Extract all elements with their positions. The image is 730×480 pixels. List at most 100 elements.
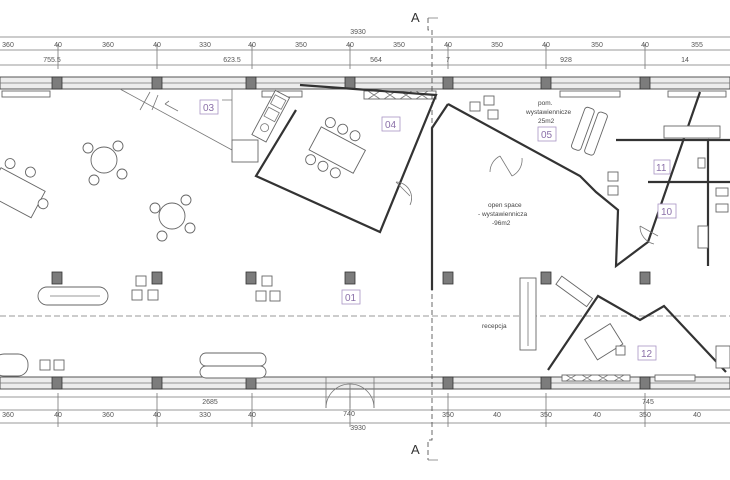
- dim-top-row-10: 350: [491, 42, 503, 49]
- dim-bottom-row-10: 350: [639, 412, 651, 419]
- dim-bottom-sub: 2685 740 745: [202, 399, 654, 418]
- column: [639, 271, 651, 285]
- label-pom-line3: 25m2: [538, 118, 555, 125]
- dim-top-total: 3930: [350, 29, 366, 36]
- dim-bottom-row-2: 360: [102, 412, 114, 419]
- dim-top-row-5: 40: [248, 42, 256, 49]
- room-label-01: 01: [345, 293, 357, 304]
- right-zone-walls: [430, 91, 702, 290]
- label-open-line2: - wystawiennicza: [478, 211, 528, 218]
- label-recepcja: recepcja: [482, 323, 507, 330]
- top-dimension-lines: [0, 36, 730, 69]
- dim-bottom-row: 360 40 360 40 330 40 350 40 350 40 350 4…: [2, 412, 701, 419]
- dim-top-sub-0: 755.5: [43, 57, 61, 64]
- bench-left-mid: [37, 286, 109, 306]
- room-04-door: [395, 181, 412, 206]
- label-open-line1: open space: [488, 202, 522, 209]
- meeting-table: [305, 117, 367, 179]
- reception-diagonal-element: [555, 275, 594, 308]
- dim-bottom-row-0: 360: [2, 412, 14, 419]
- round-table-1: [82, 140, 128, 186]
- column: [151, 76, 163, 90]
- label-open-line3: -96m2: [492, 220, 511, 227]
- dim-top-row-14: 355: [691, 42, 703, 49]
- dim-top-sub-1: 623.5: [223, 57, 241, 64]
- room-tag-04: [381, 116, 401, 132]
- room-05-small-items: [469, 95, 619, 196]
- dim-bottom-row-3: 40: [153, 412, 161, 419]
- label-pom-line2: wystawiennicze: [525, 109, 572, 116]
- dim-bottom-sub-1: 740: [343, 411, 355, 418]
- room-tag-05: [537, 126, 557, 142]
- dim-bottom-row-1: 40: [54, 412, 62, 419]
- room-03-shelving: [222, 89, 259, 163]
- sanitary-fixtures: [697, 157, 729, 249]
- bench-bottom-left: [0, 353, 65, 377]
- column: [245, 376, 257, 390]
- dim-bottom-row-5: 40: [248, 412, 256, 419]
- column: [540, 76, 552, 90]
- dim-top-row-9: 40: [444, 42, 452, 49]
- exhibition-panel-05: [571, 106, 608, 156]
- dim-top-sub-2: 564: [370, 57, 382, 64]
- column: [51, 76, 63, 90]
- room-12-desk: [584, 323, 624, 361]
- section-mark-top: A: [411, 10, 420, 25]
- dim-top-row-2: 360: [102, 42, 114, 49]
- column: [245, 76, 257, 90]
- dim-bottom-row-4: 330: [199, 412, 211, 419]
- bottom-window-strips: [561, 374, 696, 382]
- dim-bottom-row-11: 40: [693, 412, 701, 419]
- room-tag-01: [341, 289, 361, 305]
- dim-top-row-6: 350: [295, 42, 307, 49]
- column: [442, 376, 454, 390]
- room-10-11-walls: [616, 138, 730, 266]
- dim-top-row-12: 350: [591, 42, 603, 49]
- column: [540, 376, 552, 390]
- dim-top-sub: 755.5 623.5 564 7 928 14: [43, 57, 689, 64]
- column: [51, 376, 63, 390]
- bench-bottom-mid: [199, 352, 267, 379]
- room-12-chair: [615, 345, 626, 356]
- diagonal-partition-line: [119, 88, 233, 151]
- dim-bottom-row-7: 40: [493, 412, 501, 419]
- column: [344, 76, 356, 90]
- dim-bottom-sub-2: 745: [642, 399, 654, 406]
- dim-bottom-sub-0: 2685: [202, 399, 218, 406]
- room-tag-12: [637, 345, 657, 361]
- counter-unit: [663, 125, 721, 139]
- column: [639, 76, 651, 90]
- column: [245, 271, 257, 285]
- room-12-walls: [547, 294, 727, 373]
- room-label-05: 05: [541, 130, 553, 141]
- column: [51, 271, 63, 285]
- room-label-03: 03: [203, 103, 215, 114]
- dim-top-row-3: 40: [153, 42, 161, 49]
- room-10-door: [639, 225, 659, 245]
- dim-top-row: 360 40 360 40 330 40 350 40 350 40 350 4…: [2, 42, 703, 49]
- column: [151, 271, 163, 285]
- column: [344, 271, 356, 285]
- small-seats: [131, 275, 281, 302]
- dim-top-row-11: 40: [542, 42, 550, 49]
- dim-bottom-row-8: 350: [540, 412, 552, 419]
- dim-top-row-0: 360: [2, 42, 14, 49]
- right-edge-item: [715, 345, 730, 369]
- room-label-10: 10: [661, 207, 673, 218]
- room-tag-03: [199, 99, 219, 115]
- column: [540, 271, 552, 285]
- label-pom-line1: pom.: [538, 100, 553, 107]
- column: [151, 376, 163, 390]
- dim-top-sub-5: 14: [681, 57, 689, 64]
- room-label-11: 11: [656, 163, 667, 174]
- columns: [51, 76, 651, 390]
- dim-top-row-4: 330: [199, 42, 211, 49]
- reception-desk: [519, 277, 537, 351]
- dim-top-sub-4: 928: [560, 57, 572, 64]
- dim-top-sub-3: 7: [446, 57, 450, 64]
- column: [442, 271, 454, 285]
- dim-top-row-1: 40: [54, 42, 62, 49]
- dim-bottom-row-9: 40: [593, 412, 601, 419]
- dim-top-row-7: 40: [346, 42, 354, 49]
